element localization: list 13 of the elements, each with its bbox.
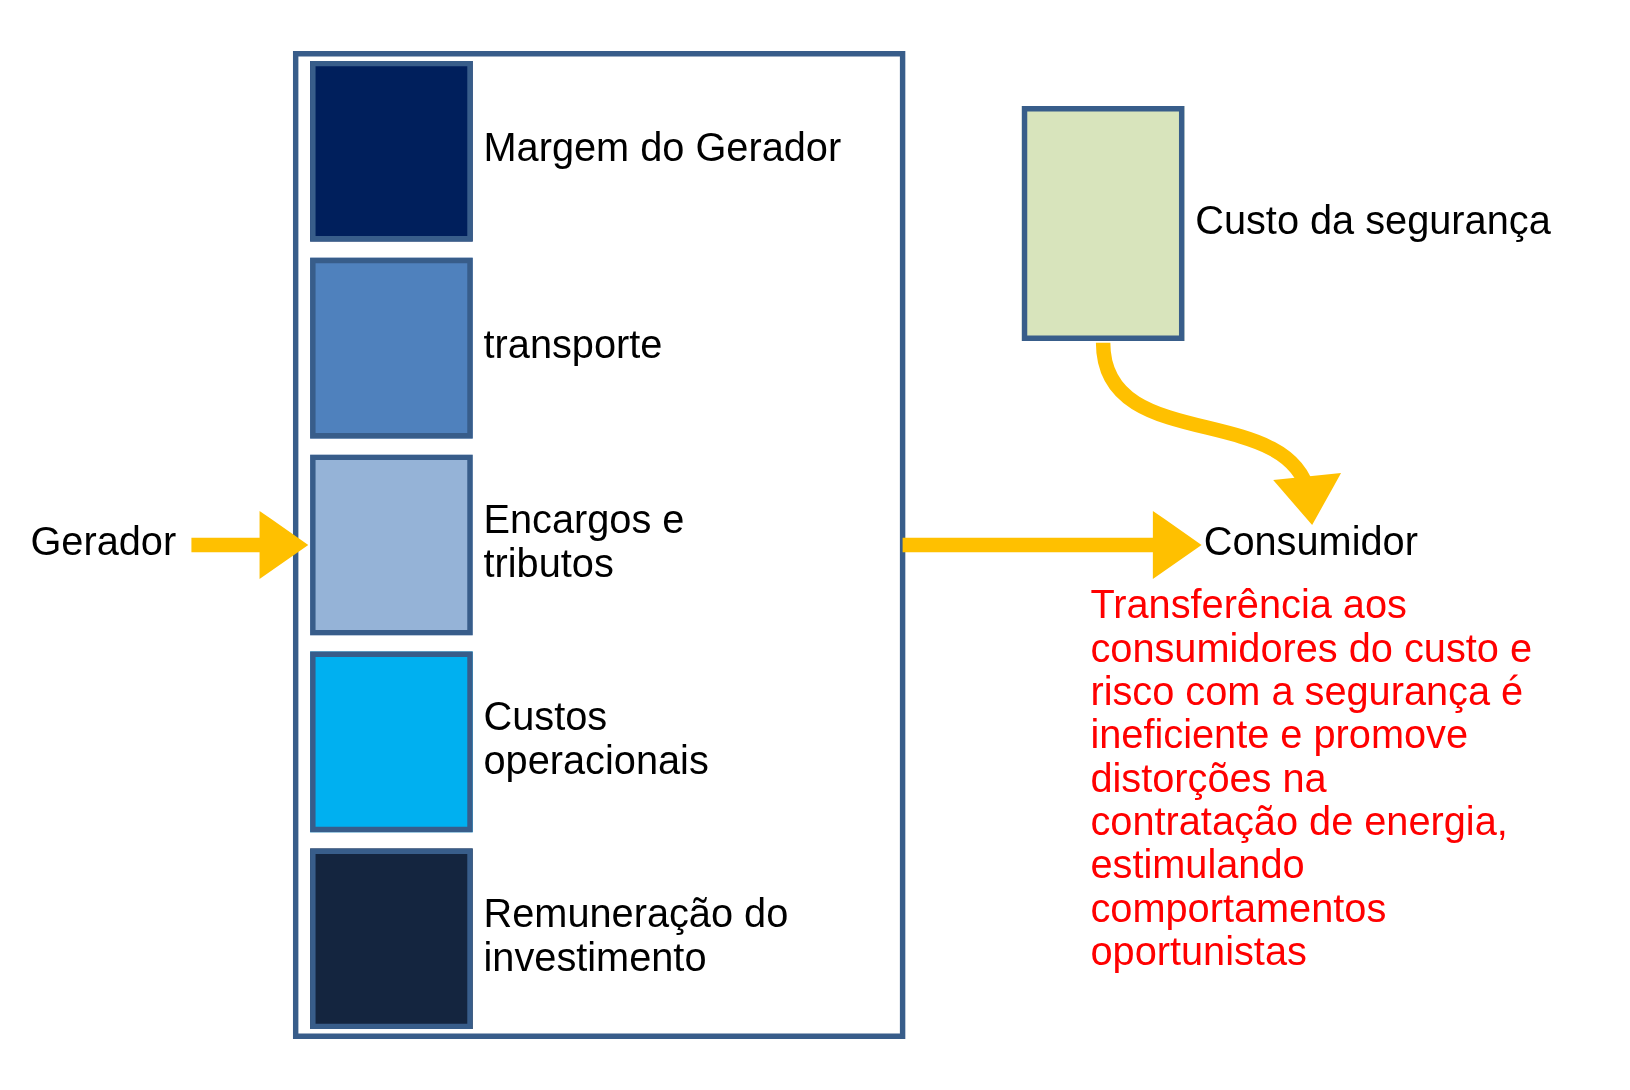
node-label: transporte xyxy=(483,322,663,367)
node-label: Custo da segurança xyxy=(1195,197,1551,242)
node-text: Gerador xyxy=(30,519,177,564)
node-label: Margem do Gerador xyxy=(483,125,842,170)
arrow xyxy=(902,510,1202,580)
node-label: Remuneração do investimento xyxy=(483,891,789,979)
cluster xyxy=(292,50,906,1040)
arrow xyxy=(1095,341,1342,526)
node-text: Consumidor xyxy=(1203,519,1418,564)
node-label: Custos operacionais xyxy=(483,694,709,782)
arrow xyxy=(191,510,309,580)
node-label: Encargos e tributos xyxy=(483,497,685,585)
label: Transferência aos consumidores do custo e risco com a segurança é ineficiente e promove distorções na contratação de energia, estimulando comportamentos oportunistas xyxy=(1090,582,1533,974)
